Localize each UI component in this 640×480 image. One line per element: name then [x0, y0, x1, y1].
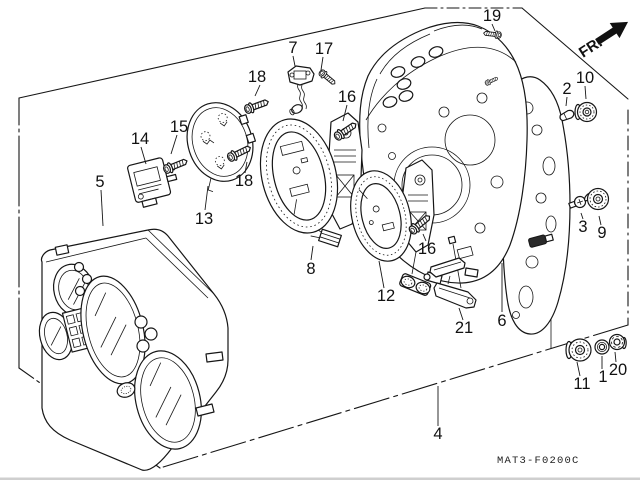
part-callout-18-10: 18: [235, 172, 253, 190]
part-callout-15-8: 15: [170, 118, 188, 136]
part-nut-20: [608, 333, 627, 351]
part-callout-6-18: 6: [497, 312, 506, 330]
part-callout-8-11: 8: [306, 260, 315, 278]
part-bulb-plate: [186, 102, 257, 192]
screw-18-upper: [242, 96, 271, 116]
part-callout-2-5: 2: [562, 80, 571, 98]
part-bulb-3: [568, 195, 587, 209]
part-bracket-arm: [423, 257, 477, 309]
part-wire-clamp: [287, 65, 315, 116]
part-socket-10: [574, 101, 598, 123]
case-mounting-stud: [528, 233, 554, 248]
part-callout-7-1: 7: [288, 39, 297, 57]
leader-lines: [100, 23, 617, 426]
part-callout-5-16: 5: [95, 173, 104, 191]
part-callout-21-17: 21: [455, 319, 473, 337]
gauge-connector: [400, 275, 431, 295]
part-callout-9-13: 9: [597, 224, 606, 242]
fr-arrow-icon: [595, 21, 629, 45]
part-callout-16-4: 16: [338, 88, 356, 106]
case-nub: [447, 235, 457, 245]
fr-direction-indicator: FR.: [576, 21, 629, 61]
part-front-visor: [38, 228, 229, 471]
part-callout-11-19: 11: [573, 375, 590, 393]
part-callout-14-7: 14: [131, 130, 149, 148]
part-callout-1-20: 1: [598, 368, 607, 386]
part-callout-12-14: 12: [377, 287, 395, 305]
part-callout-20-21: 20: [609, 361, 627, 379]
scan-artifact-strip: [0, 477, 640, 480]
part-callout-3-12: 3: [578, 218, 587, 236]
part-callout-18-3: 18: [248, 68, 266, 86]
part-bulb-2: [559, 109, 575, 122]
case-bulb-towers: [382, 46, 444, 108]
part-callout-4-22: 4: [433, 425, 442, 443]
screw-17: [317, 67, 338, 88]
part-washer-1: [594, 339, 610, 355]
part-grommet-11: [565, 338, 592, 362]
screw-15: [161, 155, 190, 176]
diagram-code: MAT3-F0200C: [497, 455, 580, 467]
part-callout-10-6: 10: [576, 69, 594, 87]
part-callout-17-2: 17: [315, 40, 333, 58]
part-socket-9: [583, 187, 610, 211]
part-callout-13-9: 13: [195, 210, 213, 228]
part-callout-16-15: 16: [418, 240, 436, 258]
part-callout-19-0: 19: [483, 7, 501, 25]
